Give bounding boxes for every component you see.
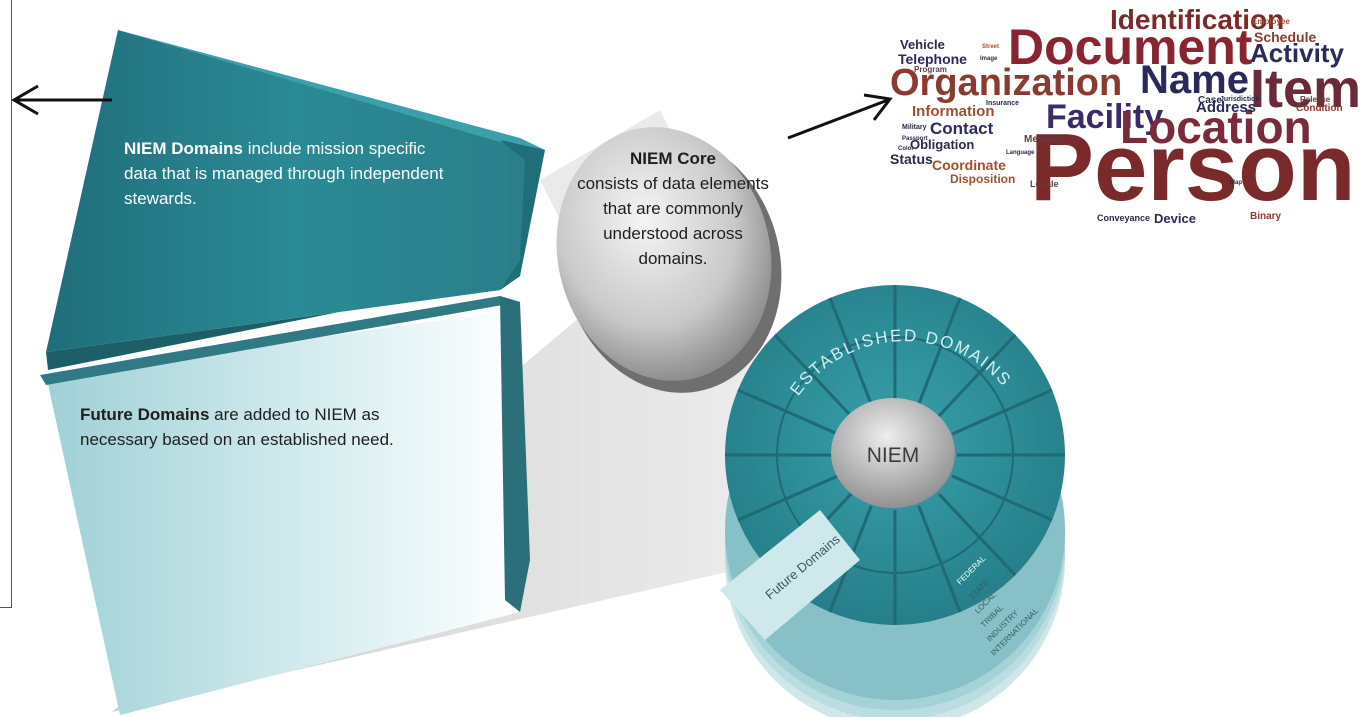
niem-domains-body: include mission specific data that is ma… xyxy=(124,139,444,208)
cloud-word: Organization xyxy=(890,62,1123,104)
cloud-word: Telephone xyxy=(898,51,967,67)
left-frame-border xyxy=(0,0,12,608)
cloud-word: Device xyxy=(1154,211,1196,226)
wheel-segment-line xyxy=(951,474,1053,522)
cloud-word: Activity xyxy=(1250,38,1344,68)
future-domains-tab xyxy=(720,510,860,640)
wheel-segment-line xyxy=(828,297,873,405)
niem-core-body: consists of data elements that are commo… xyxy=(577,174,769,268)
niem-hub-label: NIEM xyxy=(867,444,920,467)
cloud-word: Status xyxy=(890,151,933,167)
cloud-word: Release xyxy=(1300,95,1331,104)
wheel-segment-line xyxy=(951,388,1053,436)
domains-wedge-top-edge xyxy=(118,30,545,150)
wheel-segment-line xyxy=(773,333,853,418)
domains-wedge-notch xyxy=(500,140,545,290)
cloud-word: Case xyxy=(1198,95,1222,106)
cloud-word: Program xyxy=(914,65,947,74)
cloud-word: Vehicle xyxy=(900,37,945,52)
cloud-word: Color xyxy=(898,146,914,152)
core-disc xyxy=(556,127,772,381)
cloud-word: Locale xyxy=(1030,179,1059,189)
domains-wedge-face xyxy=(46,30,540,352)
niem-core-title: NIEM Core xyxy=(630,149,716,168)
cloud-word: Schedule xyxy=(1254,29,1317,45)
cloud-word: Image xyxy=(980,56,998,62)
future-wedge-right xyxy=(500,296,530,612)
cloud-word: Jurisdiction xyxy=(1220,96,1260,103)
cloud-word: Passport xyxy=(902,136,928,142)
cloud-word: Military xyxy=(902,124,927,131)
cloud-word: Disposition xyxy=(950,172,1016,186)
cloud-word: Condition xyxy=(1296,103,1343,114)
cloud-word: Obligation xyxy=(910,137,975,152)
cloud-word: Language xyxy=(1006,150,1035,156)
cloud-word: Information xyxy=(912,103,995,120)
future-wedge-side xyxy=(40,296,520,385)
niem-domains-title: NIEM Domains xyxy=(124,139,244,158)
future-domains-description: Future Domains are added to NIEM as nece… xyxy=(80,402,400,452)
future-domains-body: are added to NIEM as necessary based on … xyxy=(80,405,394,449)
cloud-word: Name xyxy=(1140,58,1249,102)
cloud-word: Map xyxy=(1230,180,1242,186)
cloud-word: Facility xyxy=(1046,98,1164,136)
cloud-word: Insurance xyxy=(986,100,1020,107)
cloud-word: Item xyxy=(1250,59,1362,119)
domains-wedge-side xyxy=(46,276,520,370)
cloud-word: Binary xyxy=(1250,211,1282,222)
wheel-segment-line xyxy=(917,505,962,613)
cloud-word: Conveyance xyxy=(1097,213,1151,223)
cloud-word: Coordinate xyxy=(932,157,1006,173)
wheel-segment-line xyxy=(917,297,962,405)
cloud-word: Contact xyxy=(930,119,994,138)
cloud-word: Location xyxy=(1120,101,1312,153)
left-arrow xyxy=(11,84,112,116)
cloud-word: Message xyxy=(1024,134,1067,145)
right-arrow xyxy=(787,93,893,140)
wheel-segment-line xyxy=(937,492,1017,577)
niem-hub xyxy=(831,398,955,508)
cloud-word: Address xyxy=(1196,99,1257,116)
wheel-segment-lines xyxy=(725,285,1065,625)
wheel-inner-ring xyxy=(776,336,1014,574)
wheel-segment-line xyxy=(937,333,1017,418)
niem-core-description: NIEM Core consists of data elements that… xyxy=(568,146,778,271)
niem-domains-description: NIEM Domains include mission specific da… xyxy=(124,136,444,211)
future-domains-title: Future Domains xyxy=(80,405,210,424)
cloud-word: Person xyxy=(1030,114,1356,221)
cloud-word: Identification xyxy=(1110,4,1285,35)
wheel-segment-line xyxy=(737,474,839,522)
cloud-word: Street xyxy=(982,44,1000,50)
wheel-segment-line xyxy=(737,388,839,436)
cloud-word: Employee xyxy=(1252,17,1290,26)
cloud-word: Document xyxy=(1008,19,1253,75)
future-wedge-face xyxy=(46,300,520,715)
